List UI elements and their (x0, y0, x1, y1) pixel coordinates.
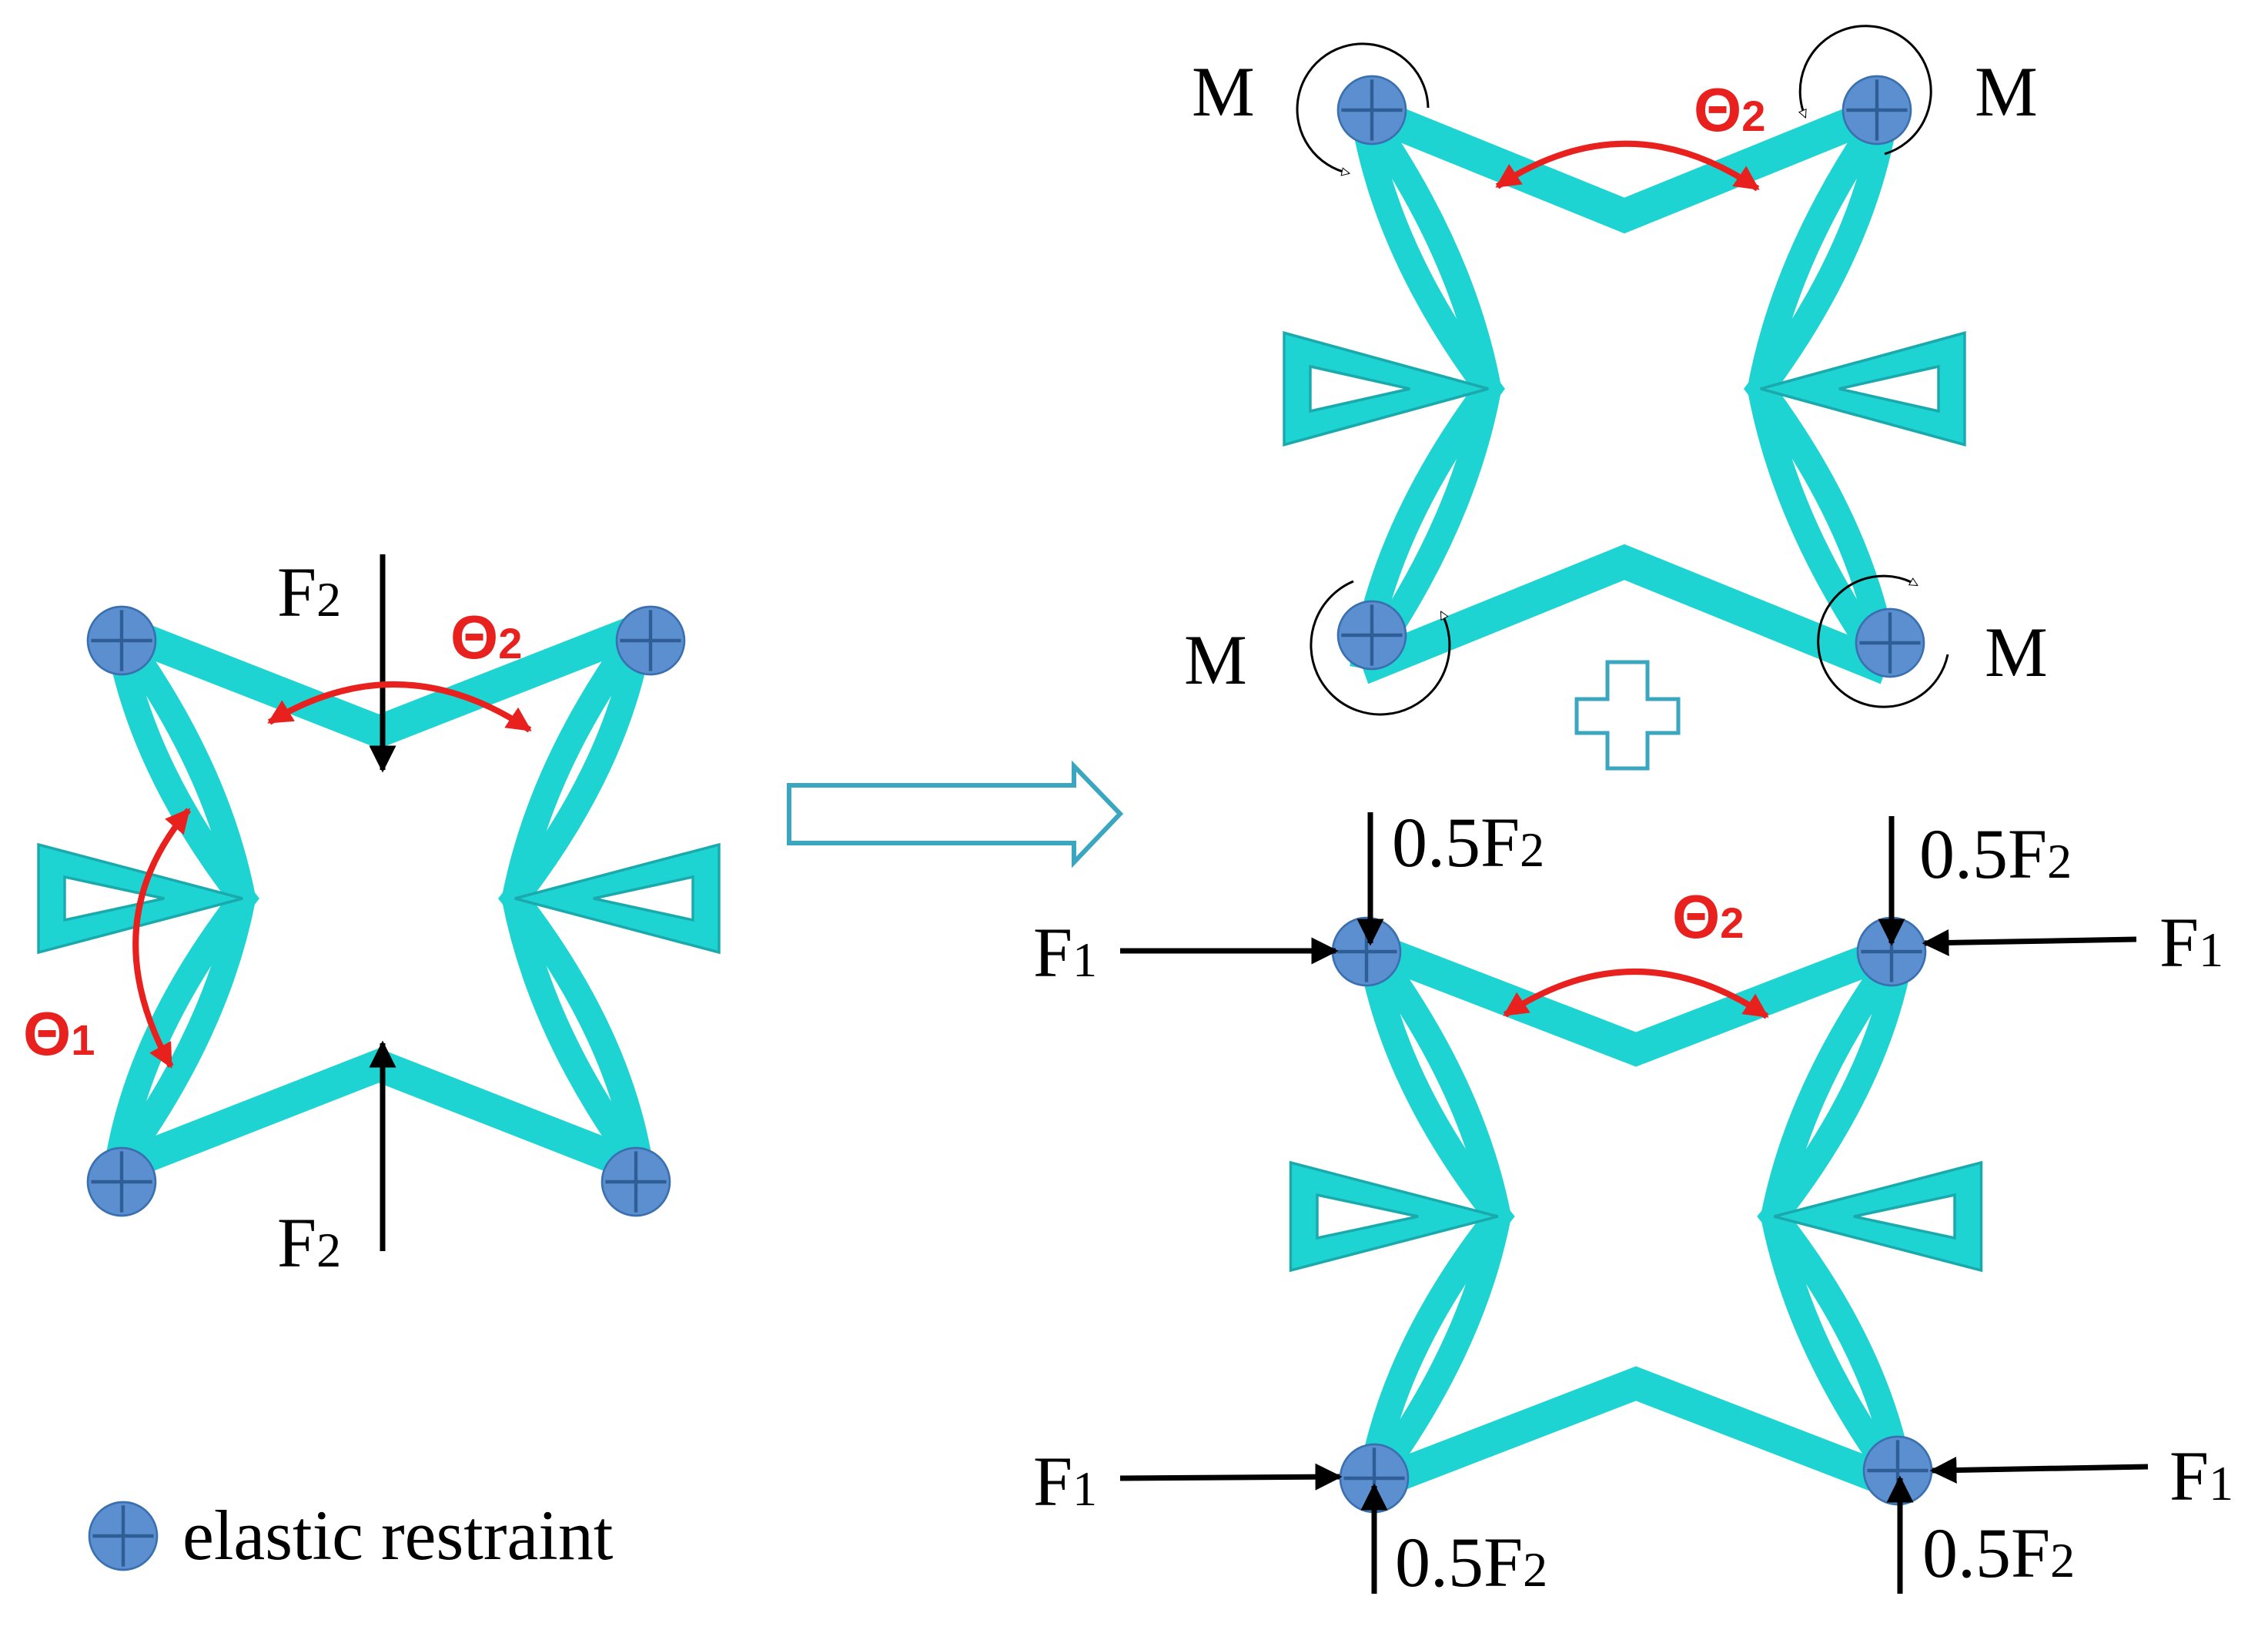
left-theta1-arrow (132, 808, 192, 1069)
lateral-force-label-bottom-right: F1 (2169, 1437, 2233, 1515)
moment-unit-cell (1284, 76, 1965, 677)
lateral-force-arrow-top-right (1922, 929, 2137, 956)
moment-arc-bottom-right (1817, 574, 1949, 708)
plus-icon (1574, 660, 1681, 771)
force-theta2-label: Θ2 (1672, 882, 1744, 951)
moment-node-top-right (1843, 76, 1911, 144)
half-force-label-top-left: 0.5F2 (1392, 803, 1544, 882)
half-force-label-bottom-left: 0.5F2 (1395, 1523, 1547, 1601)
left-force-label-top: F2 (277, 553, 341, 631)
hollow-right-arrow-icon (787, 760, 1124, 868)
legend-node-icon (89, 1502, 157, 1570)
left-node-top-right (617, 607, 684, 674)
left-node-top-left (88, 607, 156, 674)
half-force-label-bottom-right: 0.5F2 (1922, 1514, 2075, 1592)
moment-node-bottom-right (1856, 609, 1924, 677)
moment-arc-top-right (1800, 25, 1932, 156)
left-node-bottom-right (602, 1148, 670, 1216)
moment-arc-top-left (1296, 42, 1430, 173)
moment-theta2-arrow (1495, 140, 1760, 192)
moment-label-top-left: M (1192, 52, 1255, 131)
force-unit-cell (1291, 918, 1982, 1512)
lateral-force-arrow-bottom-right (1929, 1456, 2149, 1484)
legend-label: elastic restraint (182, 1496, 614, 1574)
left-force-label-bottom: F2 (277, 1203, 341, 1282)
moment-node-top-left (1338, 76, 1406, 144)
force-theta2-arrow (1503, 969, 1769, 1019)
left-node-bottom-left (88, 1148, 156, 1216)
force-node-top-left (1333, 918, 1400, 985)
lateral-force-arrow-bottom-left (1119, 1463, 1343, 1491)
moment-label-bottom-left: M (1184, 621, 1247, 699)
half-force-label-top-right: 0.5F2 (1919, 815, 2072, 893)
moment-theta2-label: Θ2 (1694, 75, 1765, 144)
moment-node-bottom-left (1338, 601, 1406, 669)
lateral-force-label-bottom-left: F1 (1033, 1442, 1097, 1521)
moment-label-bottom-right: M (1985, 613, 2048, 691)
lateral-force-label-top-right: F1 (2159, 903, 2223, 982)
lateral-force-label-top-left: F1 (1033, 913, 1097, 992)
moment-label-top-right: M (1975, 52, 2038, 131)
moment-arc-bottom-left (1310, 580, 1451, 716)
left-theta2-arrow (267, 681, 532, 733)
left-theta2-label: Θ2 (450, 603, 522, 671)
legend: elastic restraint (89, 1496, 614, 1574)
left-theta1-label: Θ1 (23, 999, 95, 1068)
